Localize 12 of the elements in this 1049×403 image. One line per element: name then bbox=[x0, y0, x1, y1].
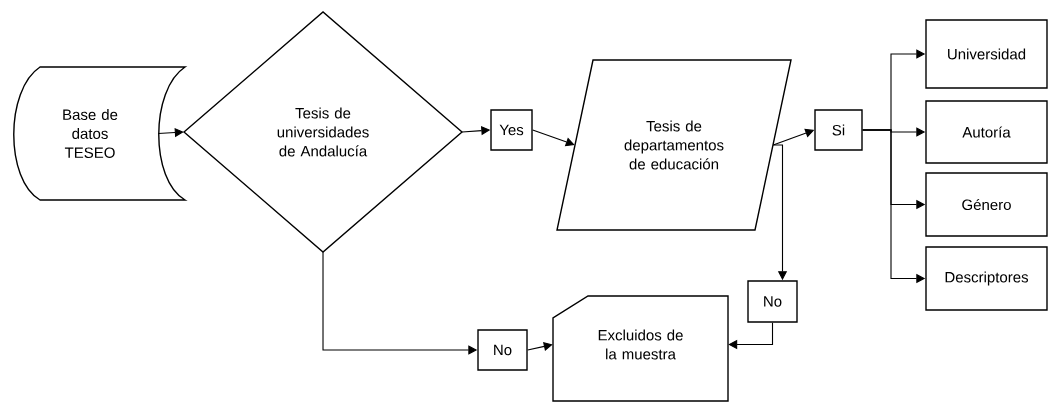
arrow bbox=[532, 129, 575, 147]
process-box: Universidad bbox=[925, 19, 1048, 89]
label-box: Si bbox=[814, 109, 863, 151]
data-parallelogram: Tesis de departamentos de educación bbox=[556, 59, 792, 231]
label-box: No bbox=[747, 280, 798, 323]
label-box: No bbox=[477, 329, 528, 371]
process-box: Género bbox=[925, 172, 1048, 237]
arrow bbox=[527, 341, 553, 351]
label-box: Yes bbox=[490, 109, 533, 151]
arrow bbox=[728, 322, 774, 350]
process-box: Descriptores bbox=[925, 246, 1048, 311]
process-box: Autoría bbox=[925, 100, 1048, 164]
